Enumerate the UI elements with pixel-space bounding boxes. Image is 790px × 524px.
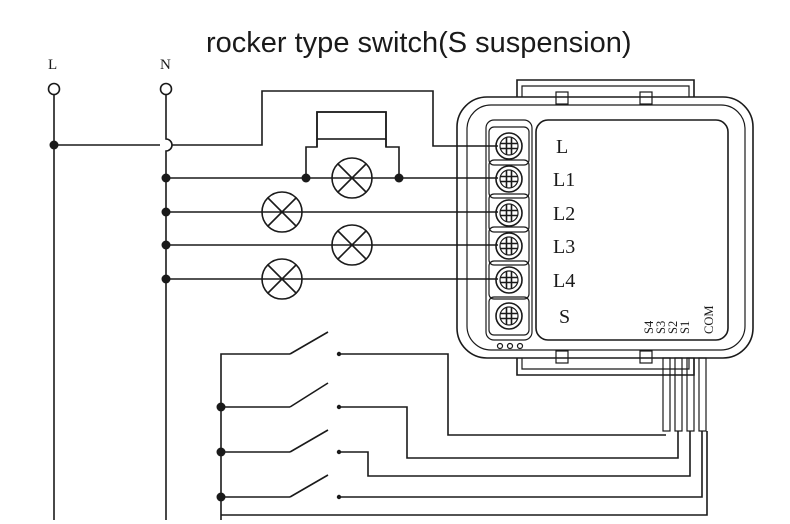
input-label-s4: S4 bbox=[642, 320, 656, 334]
junction-node bbox=[161, 173, 171, 183]
diagram-title: rocker type switch(S suspension) bbox=[206, 27, 632, 59]
bypass-box bbox=[316, 111, 387, 140]
switch-common-bus bbox=[220, 353, 290, 520]
junction-node bbox=[216, 447, 226, 457]
switch-3-output-wire bbox=[339, 431, 691, 477]
terminal-label-l1: L1 bbox=[553, 169, 575, 191]
rail-label-n: N bbox=[160, 57, 171, 73]
lamp-l2-icon bbox=[261, 191, 303, 233]
terminal-label-l3: L3 bbox=[553, 236, 575, 258]
terminal-label-l4: L4 bbox=[553, 270, 575, 292]
input-label-s2: S2 bbox=[666, 321, 680, 334]
junction-node bbox=[161, 207, 171, 217]
rocker-switch-3-icon bbox=[289, 429, 342, 455]
l-feed-wire bbox=[54, 90, 498, 147]
switch-4-output-wire bbox=[339, 431, 703, 498]
terminal-screw-s-icon bbox=[488, 296, 530, 336]
lamp-l4-icon bbox=[261, 258, 303, 300]
junction-node bbox=[161, 240, 171, 250]
lamp-l1-icon bbox=[331, 157, 373, 199]
bypass-wire bbox=[305, 111, 400, 178]
rail-label-l: L bbox=[48, 57, 57, 73]
rail-l-terminal bbox=[47, 82, 61, 96]
rail-n-wire bbox=[165, 95, 173, 520]
com-return-wire bbox=[221, 431, 708, 516]
terminal-screw-l4-icon bbox=[488, 260, 530, 300]
junction-node bbox=[301, 173, 311, 183]
junction-node bbox=[161, 274, 171, 284]
junction-node bbox=[394, 173, 404, 183]
junction-node bbox=[49, 140, 59, 150]
rocker-switch-4-icon bbox=[289, 474, 342, 500]
switch-module bbox=[456, 79, 754, 376]
input-label-com: COM bbox=[702, 306, 716, 334]
lamp-l3-icon bbox=[331, 224, 373, 266]
rail-n-terminal bbox=[159, 82, 173, 96]
terminal-label-l: L bbox=[556, 136, 568, 158]
rocker-switch-2-icon bbox=[289, 382, 342, 410]
terminal-label-l2: L2 bbox=[553, 203, 575, 225]
input-label-s1: S1 bbox=[678, 321, 692, 334]
input-label-s3: S3 bbox=[654, 321, 668, 334]
terminal-screw-l-icon bbox=[488, 126, 530, 166]
terminal-screw-l2-icon bbox=[488, 193, 530, 233]
junction-node bbox=[216, 492, 226, 502]
terminal-label-s: S bbox=[559, 306, 570, 328]
switch-1-output-wire bbox=[339, 353, 666, 436]
terminal-screw-l3-icon bbox=[488, 226, 530, 266]
junction-node bbox=[216, 402, 226, 412]
switch-2-output-wire bbox=[339, 406, 679, 459]
terminal-screw-l1-icon bbox=[488, 159, 530, 199]
rocker-switch-1-icon bbox=[289, 331, 342, 357]
